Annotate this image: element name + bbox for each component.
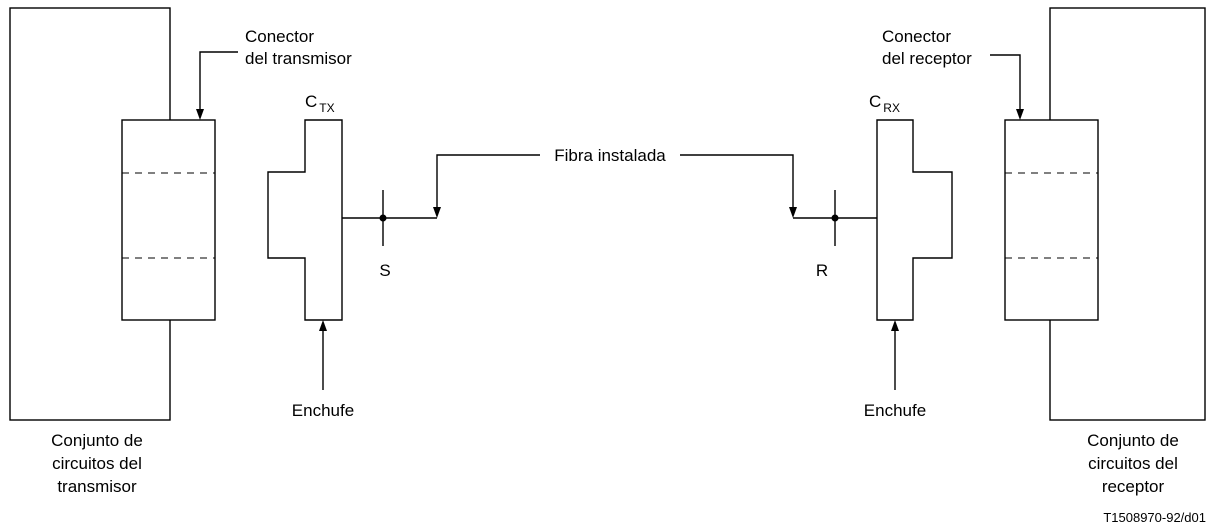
tx-connector-leader-line — [199, 51, 238, 112]
point-r-label: R — [816, 261, 828, 280]
ctx-plug-shape — [267, 119, 343, 321]
rx-connector-arrowhead — [1016, 109, 1024, 120]
rx-connector-label-line2: del receptor — [882, 49, 972, 68]
point-r-dot — [831, 214, 839, 222]
fiber-arrowhead-left — [433, 207, 441, 218]
crx-label-sub: RX — [883, 101, 900, 115]
crx-plug-shape — [876, 119, 953, 321]
rx-connector-leader-line — [990, 54, 1021, 112]
tx-connector-label-line1: Conector — [245, 27, 314, 46]
tx-circuit-label-line3: transmisor — [57, 477, 137, 496]
tx-connector-label-line2: del transmisor — [245, 49, 352, 68]
plug-left-arrowhead — [319, 320, 327, 331]
receiver-connector-box — [1004, 119, 1099, 321]
transmitter-connector-box — [121, 119, 216, 321]
fiber-leader-right — [680, 154, 794, 210]
ctx-label-main: C — [305, 92, 317, 111]
fiber-leader-left — [436, 154, 540, 210]
fiber-label: Fibra instalada — [554, 146, 666, 165]
point-s-dot — [379, 214, 387, 222]
rx-connector-label-line1: Conector — [882, 27, 951, 46]
tx-connector-arrowhead — [196, 109, 204, 120]
fiber-arrowhead-right — [789, 207, 797, 218]
plug-right-arrowhead — [891, 320, 899, 331]
figure-id: T1508970-92/d01 — [1103, 510, 1206, 525]
plug-left-label: Enchufe — [292, 401, 354, 420]
rx-circuit-label-line3: receptor — [1102, 477, 1165, 496]
plug-right-label: Enchufe — [864, 401, 926, 420]
point-s-label: S — [379, 261, 390, 280]
rx-circuit-label-line1: Conjunto de — [1087, 431, 1179, 450]
tx-circuit-label-line1: Conjunto de — [51, 431, 143, 450]
tx-circuit-label-line2: circuitos del — [52, 454, 142, 473]
crx-label-main: C — [869, 92, 881, 111]
ctx-label-sub: TX — [319, 101, 334, 115]
rx-circuit-label-line2: circuitos del — [1088, 454, 1178, 473]
